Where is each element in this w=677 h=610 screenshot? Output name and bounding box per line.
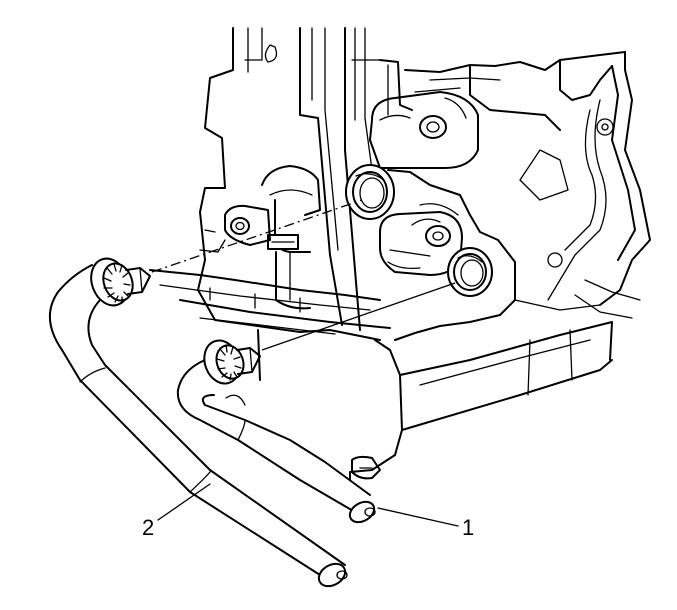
hose-2 [48, 257, 348, 588]
callout-2-leader [157, 483, 211, 521]
callout-1-leader [377, 507, 459, 527]
upper-port-fitting [345, 164, 395, 220]
hose-1 [176, 339, 376, 524]
callout-1-label: 1 [462, 515, 474, 540]
callout-2-label: 2 [142, 515, 154, 540]
lower-port-fitting [447, 247, 493, 297]
callout-2: 2 [142, 483, 211, 540]
callout-1: 1 [377, 507, 474, 540]
alignment-lines [151, 199, 456, 351]
